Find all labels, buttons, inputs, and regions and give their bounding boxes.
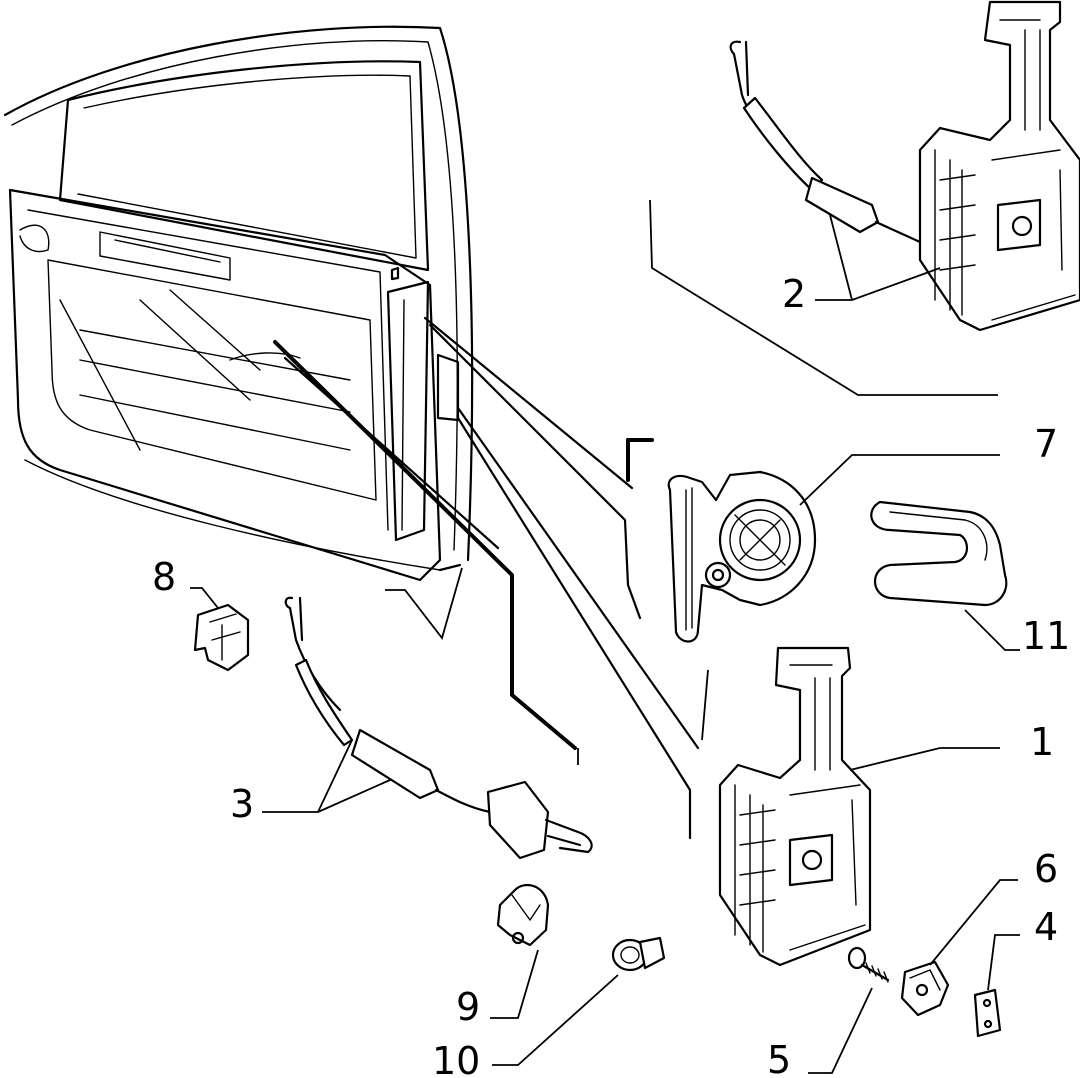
callout-labels: 1 2 3 4 5 6 7 8 9 10 11	[152, 272, 1070, 1078]
part-3-cable	[262, 596, 593, 860]
callout-9: 9	[456, 985, 480, 1029]
callout-2: 2	[782, 272, 806, 316]
part-2-lock-upper	[729, 0, 1080, 332]
callout-3: 3	[230, 782, 254, 826]
callout-4: 4	[1034, 905, 1058, 949]
callout-1: 1	[1030, 720, 1054, 764]
part-6-latch-plate	[900, 879, 1018, 1017]
part-7-actuator	[667, 454, 1000, 643]
callout-7: 7	[1034, 422, 1058, 466]
callout-11: 11	[1022, 614, 1070, 658]
part-9-bracket	[490, 883, 550, 1019]
callout-8: 8	[152, 555, 176, 599]
callout-10: 10	[432, 1039, 480, 1078]
part-8-clip	[190, 587, 250, 672]
part-10-rivet	[492, 936, 666, 1066]
door-assembly	[3, 25, 474, 640]
part-1-lock-lower	[718, 646, 1000, 967]
callout-5: 5	[767, 1038, 791, 1078]
callout-6: 6	[1034, 847, 1058, 891]
part-11-spring-clip	[870, 500, 1020, 651]
leader-lines	[273, 199, 998, 840]
part-4-plate	[973, 934, 1020, 1038]
part-5-screw	[808, 946, 890, 1074]
